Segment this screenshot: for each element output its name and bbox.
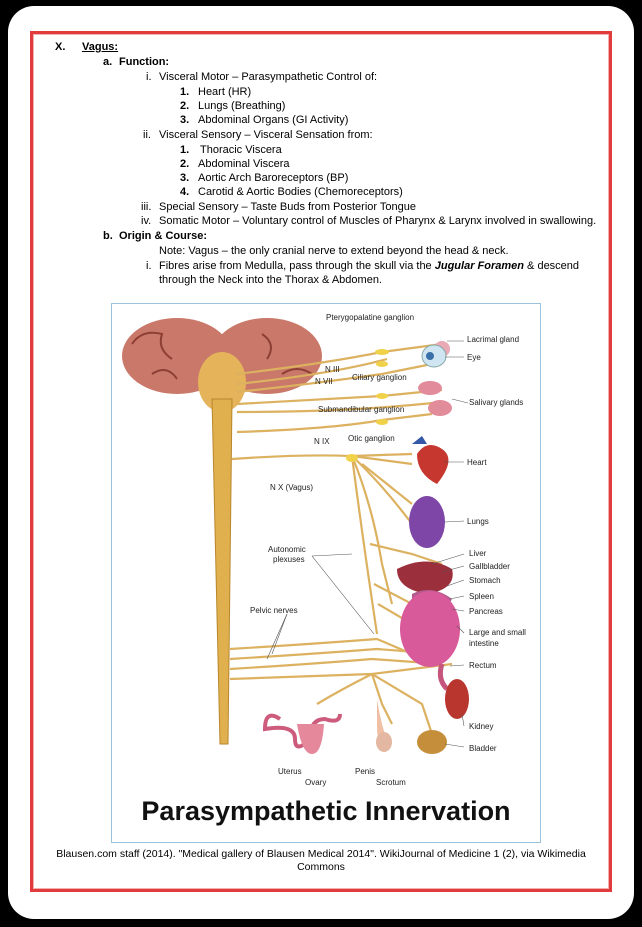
label-vagus: N X (Vagus) — [270, 483, 313, 492]
label-uterus: Uterus — [278, 767, 302, 776]
label-n-iii: N III — [325, 365, 340, 374]
label-scrotum: Scrotum — [376, 778, 406, 787]
label-liver: Liver — [469, 549, 487, 558]
label-pancreas: Pancreas — [469, 607, 503, 616]
label-eye: Eye — [467, 353, 481, 362]
list-item-number: 3. — [180, 172, 190, 184]
label-leader-lines — [266, 340, 469, 748]
label-salivary-glands: Salivary glands — [469, 398, 523, 407]
image-credit: Blausen.com staff (2014). "Medical galle… — [56, 848, 586, 873]
list-item-number: 2. — [180, 100, 190, 112]
label-kidney: Kidney — [469, 722, 493, 731]
label-n-vii: N VII — [315, 377, 333, 386]
label-pterygopalatine-ganglion: Pterygopalatine ganglion — [326, 313, 414, 322]
jugular-foramen-emphasis: Jugular Foramen — [434, 260, 524, 272]
list-item-text: Aortic Arch Baroreceptors (BP) — [198, 172, 349, 184]
origin-i-text-part: Fibres arise from Medulla, pass through … — [159, 260, 435, 272]
red-border-frame — [30, 31, 612, 892]
label-lacrimal-gland: Lacrimal gland — [467, 335, 519, 344]
ganglia — [346, 349, 389, 462]
label-bladder: Bladder — [469, 744, 497, 753]
list-item-number: 3. — [180, 114, 190, 126]
function-iv-text: Somatic Motor – Voluntary control of Mus… — [159, 215, 597, 227]
list-item-text: Lungs (Breathing) — [198, 100, 286, 112]
label-stomach: Stomach — [469, 576, 501, 585]
list-item-number: 4. — [180, 186, 190, 198]
label-ovary: Ovary — [305, 778, 326, 787]
label-intestine-line2: intestine — [469, 639, 499, 648]
list-item-text: Abdominal Viscera — [198, 158, 290, 170]
label-penis: Penis — [355, 767, 375, 776]
list-item-text: Heart (HR) — [198, 86, 252, 98]
brain-illustration — [122, 318, 322, 412]
label-submandibular-ganglion: Submandibular ganglion — [318, 405, 404, 414]
figure-labels: Pterygopalatine ganglion Lacrimal gland … — [250, 313, 526, 787]
origin-i-text-part: & descend — [524, 260, 580, 272]
origin-i-line2: through the Neck into the Thorax & Abdom… — [159, 274, 382, 286]
function-iii-text: Special Sensory – Taste Buds from Poster… — [159, 201, 417, 213]
label-lungs: Lungs — [467, 517, 489, 526]
label-autonomic-plexuses-line1: Autonomic — [268, 545, 306, 554]
function-i-text: Visceral Motor – Parasympathetic Control… — [159, 71, 378, 83]
list-item-number: 2. — [180, 158, 190, 170]
origin-label: b. — [103, 230, 113, 242]
label-ciliary-ganglion: Ciliary ganglion — [352, 373, 407, 382]
origin-title: Origin & Course: — [119, 230, 208, 242]
list-item-number: 1. — [180, 86, 190, 98]
organs — [262, 341, 469, 754]
nervous-system-illustration: Pterygopalatine ganglion Lacrimal gland … — [122, 313, 526, 787]
label-heart: Heart — [467, 458, 487, 467]
figure-title: Parasympathetic Innervation — [141, 796, 511, 826]
spinal-cord — [211, 398, 233, 745]
label-rectum: Rectum — [469, 661, 497, 670]
section-title: Vagus: — [82, 41, 119, 53]
list-item-text: Carotid & Aortic Bodies (Chemoreceptors) — [198, 186, 403, 198]
label-intestine-line1: Large and small — [469, 628, 526, 637]
function-label: a. — [103, 56, 113, 68]
function-ii-text: Visceral Sensory – Visceral Sensation fr… — [159, 129, 373, 141]
function-iv-num: iv. — [141, 215, 152, 227]
origin-note: Note: Vagus – the only cranial nerve to … — [159, 245, 509, 257]
function-i-num: i. — [146, 71, 152, 83]
section-number: X. — [55, 41, 66, 53]
label-pelvic-nerves: Pelvic nerves — [250, 606, 298, 615]
label-n-ix: N IX — [314, 437, 330, 446]
origin-i-text: Fibres arise from Medulla, pass through … — [159, 260, 579, 273]
function-iii-num: iii. — [141, 201, 152, 213]
label-spleen: Spleen — [469, 592, 494, 601]
parasympathetic-figure: Pterygopalatine ganglion Lacrimal gland … — [111, 303, 541, 843]
list-item-number: 1. — [180, 144, 190, 156]
function-ii-num: ii. — [143, 129, 151, 141]
origin-i-num: i. — [146, 260, 152, 272]
function-title: Function: — [119, 56, 170, 68]
label-gallbladder: Gallbladder — [469, 562, 510, 571]
list-item-text: Abdominal Organs (GI Activity) — [198, 114, 349, 126]
list-item-text: Thoracic Viscera — [200, 144, 282, 156]
label-otic-ganglion: Otic ganglion — [348, 434, 395, 443]
label-autonomic-plexuses-line2: plexuses — [273, 555, 305, 564]
